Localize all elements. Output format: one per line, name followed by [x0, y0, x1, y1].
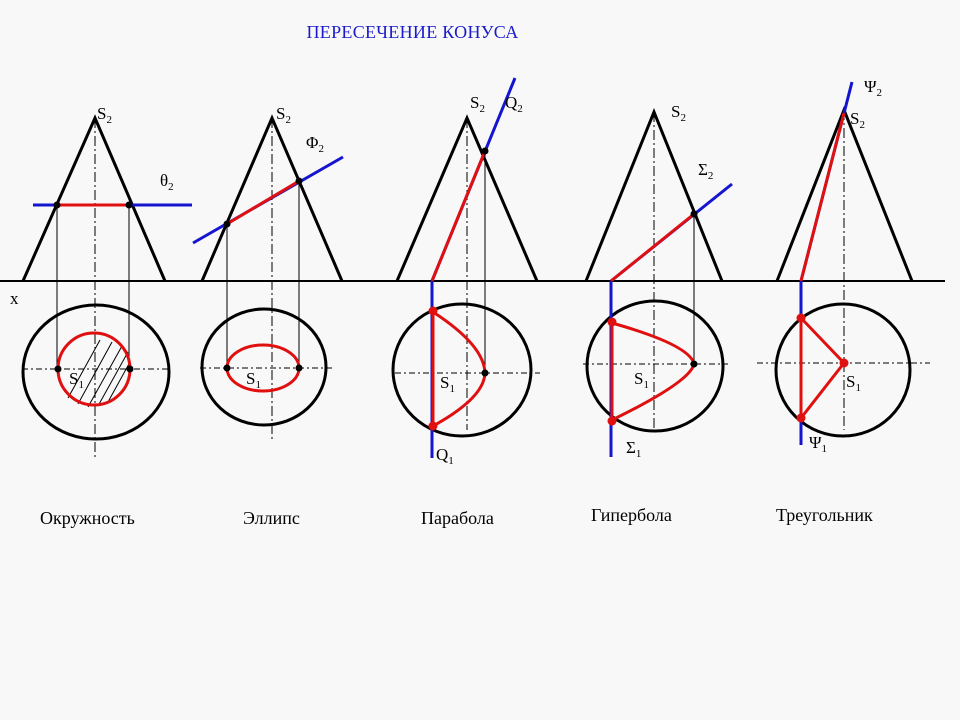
section-point [295, 177, 303, 185]
cone-base-view [585, 299, 725, 433]
center-label: S1 [846, 372, 861, 394]
section-point [796, 413, 806, 423]
section-point [125, 201, 133, 209]
section-line [430, 150, 487, 282]
axis-label: x [10, 289, 19, 308]
apex-label: S2 [470, 93, 485, 115]
section-point [481, 147, 489, 155]
section-point [428, 421, 438, 431]
plane-label-h: Ψ1 [809, 433, 827, 455]
section-line [799, 112, 846, 282]
plane-label-h: Q1 [436, 445, 454, 467]
panel-caption: Окружность [40, 508, 135, 528]
center-label: S1 [440, 373, 455, 395]
section-point [690, 360, 698, 368]
section-point [223, 220, 231, 228]
cone-front-view [395, 114, 539, 282]
cone-front-view [21, 114, 167, 282]
section-point [607, 416, 617, 426]
panel-caption: Эллипс [243, 508, 300, 528]
section-point [690, 210, 698, 218]
section-hatching [67, 339, 131, 408]
cone-base-view [200, 307, 328, 427]
apex-label: S2 [671, 102, 686, 124]
panel-caption: Треугольник [776, 505, 873, 525]
section-point [839, 358, 849, 368]
panel-hyperbola [583, 107, 733, 457]
section-point [54, 365, 62, 373]
panel-parabola [391, 77, 540, 458]
apex-label: S2 [850, 109, 865, 131]
cone-base-view [21, 303, 171, 441]
section-parabola [431, 309, 487, 429]
section-point [295, 364, 303, 372]
plane-label: Σ2 [698, 160, 713, 182]
cone-front-view [584, 107, 724, 282]
apex-label: S2 [276, 104, 291, 126]
page-title: ПЕРЕСЕЧЕНИЕ КОНУСА [306, 22, 519, 42]
section-point [223, 364, 231, 372]
center-label: S1 [246, 369, 261, 391]
cone-base-view [774, 302, 912, 438]
plane-label: Q2 [505, 93, 523, 115]
panel-circle [21, 114, 192, 458]
panel-triangle [757, 81, 930, 445]
center-label: S1 [634, 369, 649, 391]
plane-label: θ2 [160, 171, 174, 193]
plane-label: Ψ2 [864, 77, 882, 99]
section-hyperbola [610, 321, 696, 423]
cone-base-view [391, 302, 533, 438]
section-point [428, 306, 438, 316]
section-point [481, 369, 489, 377]
section-triangle [799, 316, 846, 423]
section-line [226, 179, 300, 226]
apex-label: S2 [97, 104, 112, 126]
panel-caption: Гипербола [591, 505, 672, 525]
plane-label-h: Σ1 [626, 438, 641, 460]
center-label: S1 [69, 369, 84, 391]
section-line [610, 212, 695, 283]
plane-label: Φ2 [306, 133, 324, 155]
panel-caption: Парабола [421, 508, 494, 528]
panel-ellipse [192, 114, 344, 440]
section-point [796, 313, 806, 323]
section-point [607, 317, 617, 327]
section-point [126, 365, 134, 373]
section-point [53, 201, 61, 209]
